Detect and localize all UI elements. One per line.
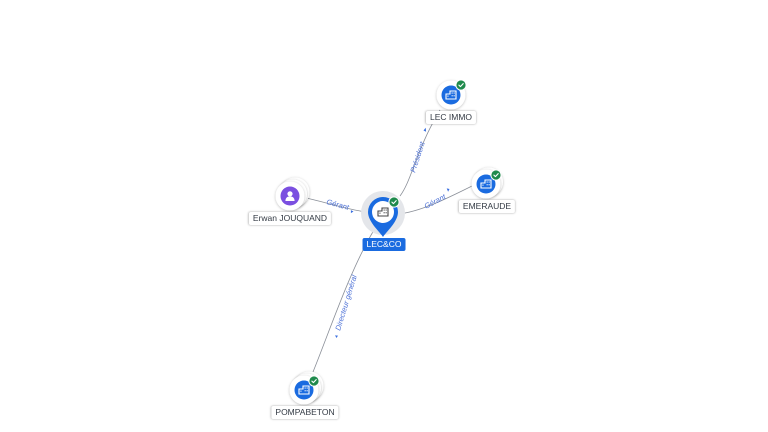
- edge-labels: Président Gérant Gérant Directeur généra…: [325, 140, 448, 332]
- person-icon: [285, 191, 295, 201]
- edge-arrows: [335, 127, 450, 338]
- edge-label-president: Président: [408, 140, 427, 174]
- node-label-emeraude[interactable]: EMERAUDE: [458, 200, 516, 213]
- building-icon: [377, 207, 389, 217]
- node-erwan-jouquand[interactable]: [275, 177, 310, 211]
- verified-badge-icon: [489, 168, 503, 182]
- node-emeraude[interactable]: [471, 167, 504, 199]
- verified-badge-icon: [454, 78, 468, 92]
- node-label-lecco[interactable]: LEC&CO: [362, 238, 406, 251]
- verified-badge-icon: [387, 195, 401, 209]
- node-pompabeton[interactable]: [289, 371, 324, 405]
- node-lecco-center[interactable]: [361, 191, 405, 237]
- edge-label-gerant-emeraude: Gérant: [423, 192, 448, 211]
- arrow-gerant-emeraude: [446, 188, 450, 192]
- edge-lecco-erwan: [301, 196, 367, 213]
- node-label-pompabeton[interactable]: POMPABETON: [271, 406, 339, 419]
- arrow-gerant-erwan: [350, 210, 354, 214]
- arrow-directeur: [335, 335, 338, 338]
- node-label-erwan-jouquand[interactable]: Erwan JOUQUAND: [248, 212, 332, 225]
- node-label-lec-immo[interactable]: LEC IMMO: [425, 111, 477, 124]
- verified-badge-icon: [307, 374, 321, 388]
- edge-label-gerant-erwan: Gérant: [325, 197, 350, 212]
- arrow-president: [423, 127, 427, 132]
- node-lec-immo[interactable]: [436, 78, 468, 110]
- edge-label-directeur-general: Directeur général: [333, 274, 359, 332]
